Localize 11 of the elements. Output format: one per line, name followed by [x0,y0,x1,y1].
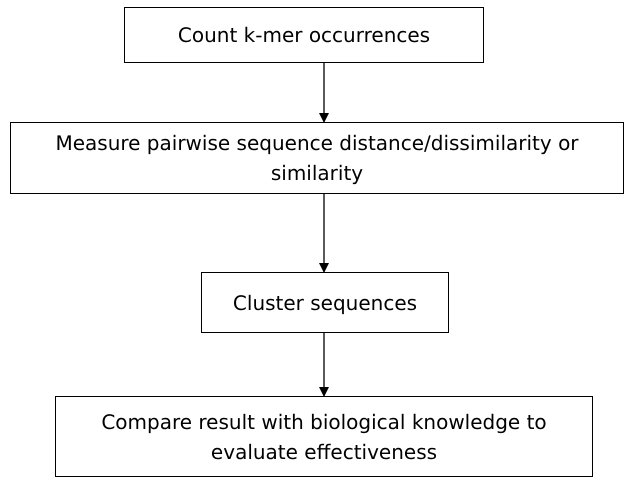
arrow [319,63,329,123]
process-box [124,7,484,63]
process-box [201,272,449,333]
arrow [319,333,329,397]
box-label: Cluster sequences [232,290,418,316]
arrow [319,194,329,273]
process-box [55,396,593,477]
process-box [10,122,624,194]
box-label: Count k-mer occurrences [178,22,430,49]
box-label: Measure pairwise sequence distance/dissimilarity or similarity [54,130,580,187]
box-label: Compare result with biological knowledge to evaluate effectiveness [100,408,548,466]
